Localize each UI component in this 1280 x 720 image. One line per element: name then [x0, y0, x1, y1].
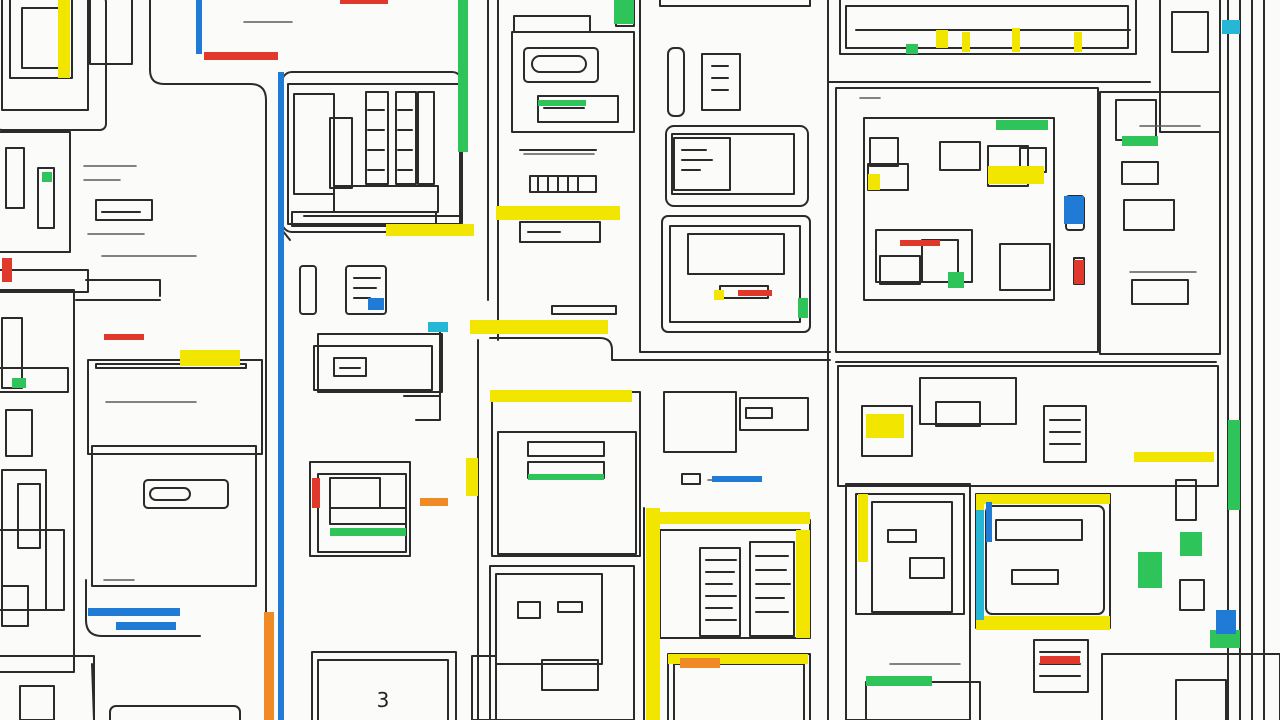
right-center-column-panels	[827, 0, 1280, 720]
red-orange-highlights	[2, 0, 1084, 720]
middle-left-column-panels	[281, 71, 463, 720]
left-column-panels	[0, 0, 267, 720]
green-highlights	[12, 0, 1240, 686]
far-right-column-panels	[1159, 0, 1265, 720]
scribble-text-marks	[83, 21, 1201, 665]
blue-highlights	[88, 0, 1236, 720]
page-number-label: 3	[376, 688, 390, 712]
cyan-highlights	[428, 20, 1240, 620]
